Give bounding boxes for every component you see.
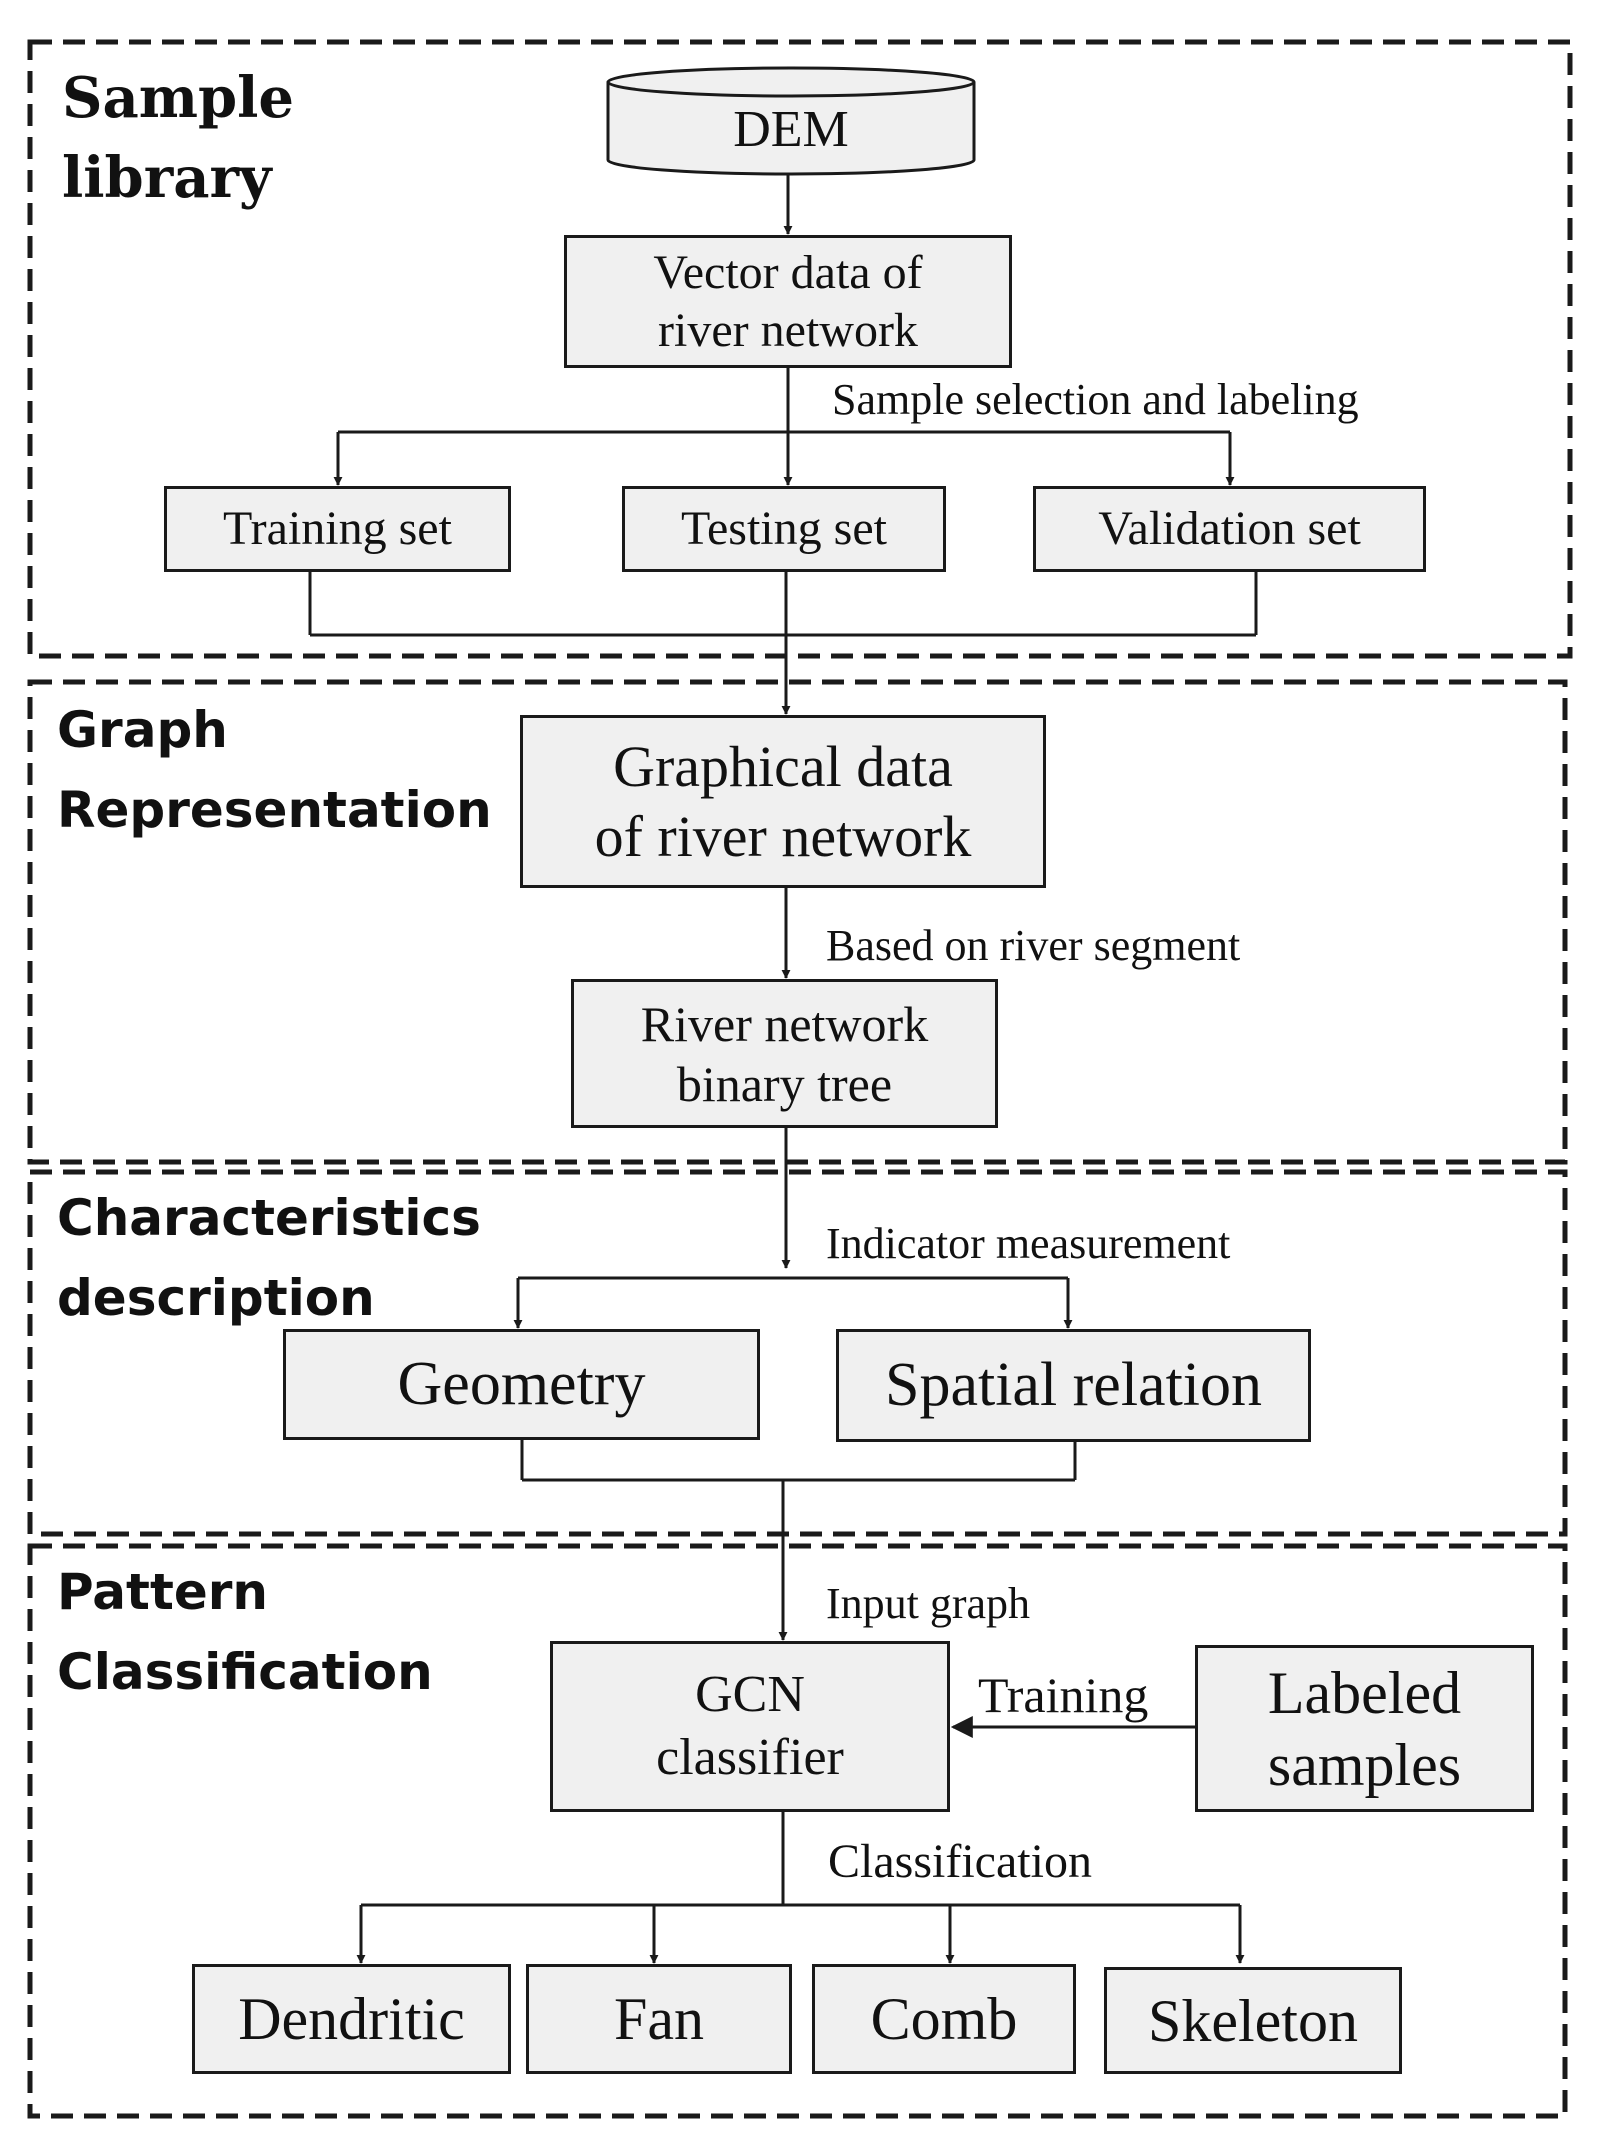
geometry-box: Geometry — [283, 1329, 760, 1440]
training-set-box: Training set — [164, 486, 511, 572]
edge-label-indicator: Indicator measurement — [826, 1219, 1231, 1268]
section-frame-graph-representation — [27, 679, 1568, 1165]
comb-box: Comb — [812, 1964, 1076, 2074]
section-label-sample-library: Sample library — [62, 65, 295, 211]
fan-box: Fan — [526, 1964, 792, 2074]
edge-label-input-graph: Input graph — [826, 1579, 1031, 1628]
edge-label-river-segment: Based on river segment — [826, 921, 1241, 970]
section-frame-characteristics — [27, 1169, 1568, 1537]
dem-label: DEM — [733, 101, 849, 158]
edge-label-classification: Classification — [828, 1835, 1092, 1888]
edge-label-training: Training — [978, 1667, 1149, 1723]
spatial-relation-box: Spatial relation — [836, 1329, 1311, 1442]
skeleton-box: Skeleton — [1104, 1967, 1402, 2074]
dendritic-box: Dendritic — [192, 1964, 511, 2074]
dem-cylinder-shape — [606, 66, 976, 176]
section-label-graph-representation: Graph Representation — [57, 701, 492, 839]
testing-set-box: Testing set — [622, 486, 946, 572]
section-label-characteristics: Characteristics description — [57, 1189, 481, 1327]
section-frame-sample-library — [27, 39, 1573, 659]
validation-set-box: Validation set — [1033, 486, 1426, 572]
section-label-pattern-classification: Pattern Classification — [57, 1563, 433, 1701]
edge-label-sample-selection: Sample selection and labeling — [832, 375, 1359, 424]
section-frame-pattern-classification — [27, 1543, 1568, 2119]
